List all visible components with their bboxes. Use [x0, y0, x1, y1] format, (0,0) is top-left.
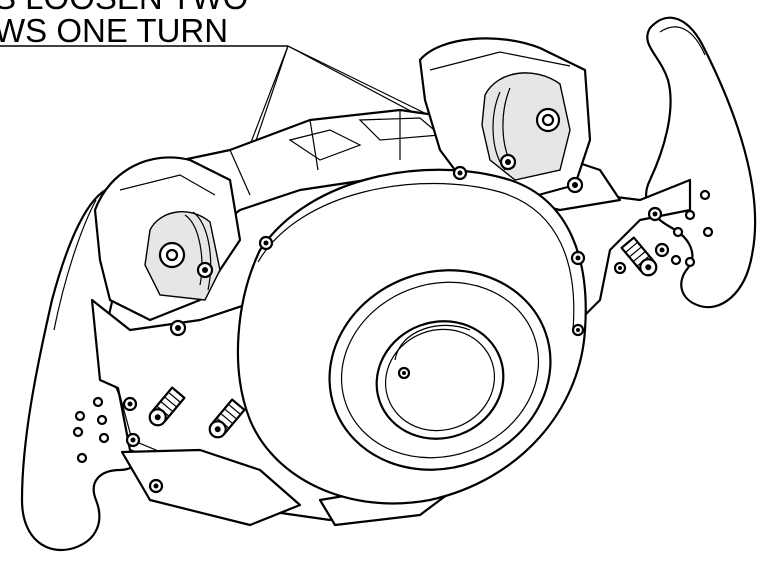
mounting-screws — [122, 153, 670, 494]
callout-text-line-1: S LOOSEN TWO — [0, 0, 248, 15]
screw-icon — [499, 153, 517, 171]
callout-text-line-2: WS ONE TURN — [0, 12, 229, 49]
threaded-bolts — [148, 236, 658, 439]
screw-icon — [196, 261, 214, 279]
left-rear-block — [93, 156, 242, 322]
right-shift-paddle — [645, 16, 757, 309]
hub-disc — [236, 168, 587, 505]
right-rear-block — [418, 37, 592, 202]
